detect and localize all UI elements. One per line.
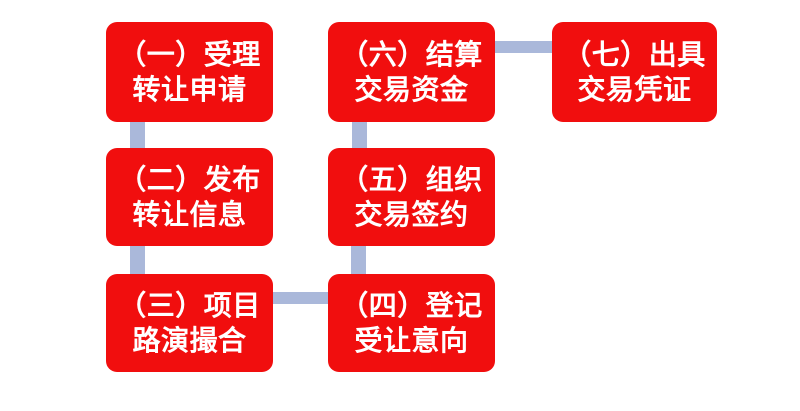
flow-step-4-register-transferee-intent: （四）登记 受让意向 [328, 274, 495, 372]
flow-step-3-project-roadshow-matching: （三）项目 路演撮合 [106, 274, 273, 372]
connector-step3-step4 [270, 292, 331, 304]
step-label: 交易凭证 [577, 73, 692, 106]
flow-step-5-organize-transaction-signing: （五）组织 交易签约 [328, 148, 495, 246]
step-label: （二）发布 [118, 163, 261, 196]
step-label: 受让意向 [354, 324, 469, 357]
flow-step-1-accept-transfer-application: （一）受理 转让申请 [106, 22, 273, 122]
connector-step5-step6 [352, 120, 367, 150]
connector-step2-step3 [130, 244, 145, 276]
connector-step4-step5 [351, 244, 366, 276]
step-label: 交易签约 [354, 198, 469, 231]
flow-step-6-settle-transaction-funds: （六）结算 交易资金 [328, 22, 495, 122]
step-label: （一）受理 [118, 38, 261, 71]
connector-step1-step2 [130, 120, 145, 152]
flow-step-2-publish-transfer-info: （二）发布 转让信息 [106, 148, 273, 246]
step-label: （五）组织 [340, 163, 483, 196]
step-label: （七）出具 [563, 38, 706, 71]
step-label: 转让信息 [132, 198, 247, 231]
connector-step6-step7 [493, 41, 554, 53]
flow-step-7-issue-transaction-certificate: （七）出具 交易凭证 [552, 22, 717, 122]
step-label: 路演撮合 [132, 324, 247, 357]
step-label: （四）登记 [340, 289, 483, 322]
step-label: 转让申请 [132, 73, 247, 106]
step-label: （六）结算 [340, 38, 483, 71]
step-label: （三）项目 [118, 289, 261, 322]
step-label: 交易资金 [354, 73, 469, 106]
